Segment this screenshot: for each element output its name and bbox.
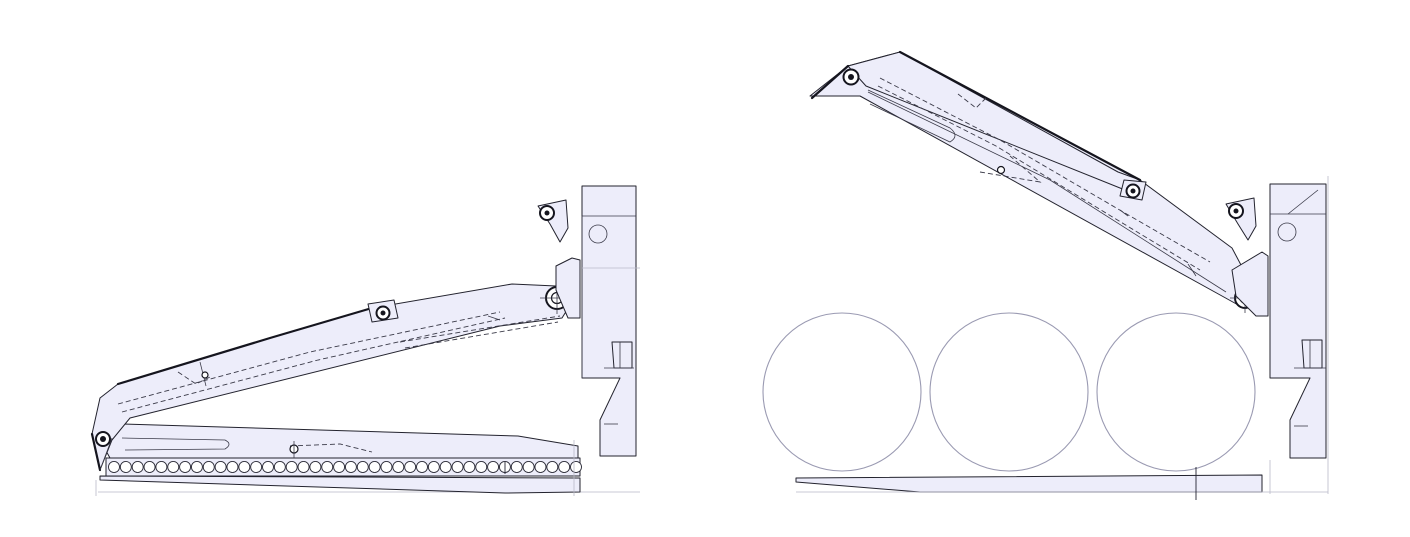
raised-top-bracket-pin-center [1233, 208, 1239, 214]
roller [487, 461, 500, 473]
roller [238, 461, 251, 473]
roller [131, 461, 144, 473]
upper-arm-mark [487, 315, 501, 321]
upper-arm-bracket-outline [177, 371, 213, 385]
raised-arm-top-plate [847, 51, 1141, 193]
raised-arm-mark [1119, 209, 1129, 217]
roller [108, 461, 120, 473]
roller [534, 461, 547, 473]
upper-arm-hidden-line-2 [121, 317, 506, 413]
roller [333, 461, 346, 473]
roller [214, 461, 227, 473]
roller-row [108, 461, 582, 473]
frame-latch-block [611, 341, 633, 369]
raised-arm-hidden-line-1 [879, 77, 1211, 263]
raised-arm-lower-edge [867, 91, 1227, 293]
raised-arm-slot [867, 89, 956, 143]
lower-arm-hidden-edge [289, 443, 373, 453]
raised-arm-bracket-outline [957, 93, 987, 109]
raised-rear-frame-wall [1269, 183, 1327, 459]
roller [463, 461, 476, 473]
raised-frame-hole-icon [1277, 222, 1297, 242]
upper-arm-inner-edge [99, 437, 113, 471]
roller [190, 461, 203, 473]
roller [404, 461, 417, 473]
roller [262, 461, 274, 473]
round-bale [1096, 312, 1256, 472]
roller [368, 461, 381, 473]
roller [558, 461, 571, 473]
roller [202, 461, 215, 473]
raised-frame-latch-block [1301, 339, 1323, 369]
floor-plate [795, 474, 1263, 493]
round-bale [762, 312, 922, 472]
hinge-bracket-plate [555, 257, 581, 319]
raised-frame-diagonal [1287, 189, 1319, 215]
roller [250, 461, 263, 473]
bale-group [762, 312, 1256, 472]
raised-arm-hidden-line-3 [979, 155, 1042, 183]
roller [344, 461, 357, 473]
roller [570, 461, 582, 473]
roller [416, 461, 428, 473]
roller [522, 461, 535, 473]
roller [226, 461, 239, 473]
raised-hinge-bracket-plate [1231, 251, 1269, 317]
round-bale [929, 312, 1089, 472]
upper-arm-top-edge [116, 306, 374, 386]
roller [392, 461, 405, 473]
upper-arm-hidden-line-3 [399, 315, 561, 343]
lower-arm [99, 423, 579, 459]
roller [356, 461, 369, 473]
raised-arm-hidden-line-2 [877, 85, 1201, 271]
raised-arm-mark-2 [1187, 263, 1197, 277]
rear-frame-wall [581, 185, 637, 457]
roller [167, 461, 180, 473]
raised-arm-tip-pin-center [848, 74, 854, 80]
roller [179, 461, 192, 473]
upper-arm-bracket-pin-icon [201, 371, 209, 379]
roller [321, 461, 334, 473]
roller [451, 461, 464, 473]
roller [380, 461, 393, 473]
roller [297, 461, 310, 473]
frame-hole-icon [588, 224, 608, 244]
upper-arm-front-edge [90, 432, 102, 472]
roller [309, 461, 322, 473]
upper-arm-hidden-line-4 [404, 321, 559, 349]
raised-arm-end-edge [810, 64, 850, 100]
roller [546, 461, 559, 473]
roller [510, 461, 523, 473]
top-bracket-plate [537, 199, 569, 243]
raised-cylinder-pin-center [1130, 188, 1136, 194]
roller [475, 461, 488, 473]
front-pivot-center [100, 436, 106, 442]
bottom-skid-plate [99, 475, 581, 494]
raised-arm-top-edge [898, 50, 1142, 182]
arm-cylinder-pin-center [380, 310, 386, 316]
roller [439, 461, 452, 473]
lower-arm-slot [121, 437, 230, 451]
roller [143, 461, 156, 473]
closed-position-view [90, 185, 640, 496]
top-bracket-pin-center [544, 210, 550, 216]
upper-arm-hidden-line-1 [117, 311, 501, 405]
roller [427, 461, 440, 473]
roller [119, 461, 132, 473]
raised-top-bracket-plate [1225, 197, 1257, 241]
roller [273, 461, 286, 473]
raised-arm-bracket-pin-icon [996, 165, 1006, 175]
open-position-view [762, 50, 1329, 500]
roller [155, 461, 168, 473]
roller [285, 461, 298, 473]
